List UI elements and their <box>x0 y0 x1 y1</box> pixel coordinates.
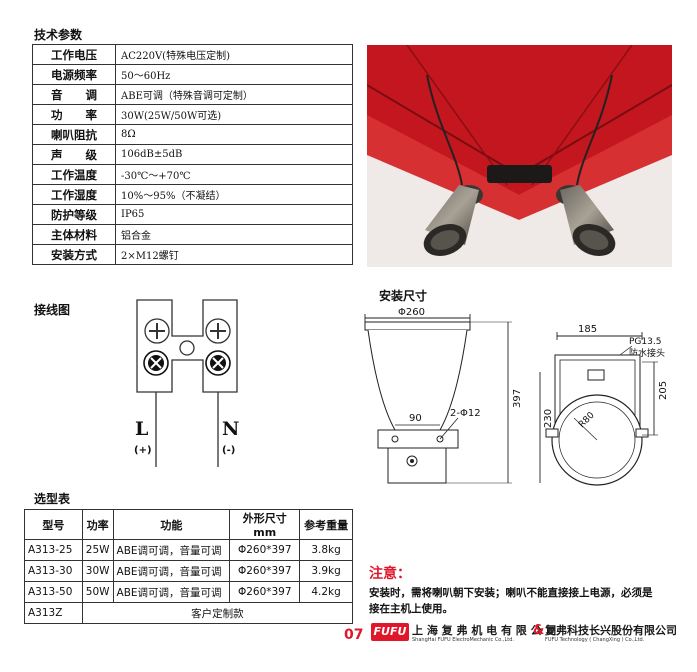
company-cn-1: 上 海 复 弗 机 电 有 限 公 司 <box>412 624 557 637</box>
selection-cell: 25W <box>81 539 114 561</box>
selection-header-cell: 外形尺寸mm <box>229 509 301 540</box>
dim-w185: 185 <box>578 324 597 335</box>
spec-value: 10%～95%（不凝结） <box>115 184 353 205</box>
dim-holes: 2-Φ12 <box>450 408 481 419</box>
spec-value: 30W(25W/50W可选) <box>115 104 353 125</box>
spec-key: 声 级 <box>32 144 116 165</box>
selection-cell: A313-50 <box>24 581 83 603</box>
selection-header-cell: 功能 <box>112 509 231 540</box>
note-line-2: 接在主机上使用。 <box>369 603 453 615</box>
dimension-drawing: Φ260 90 2-Φ12 397 230 185 PG13.5 防水接头 <box>350 300 695 490</box>
spec-key: 工作电压 <box>32 44 116 65</box>
spec-key: 防护等级 <box>32 204 116 225</box>
selection-cell: Φ260*397 <box>229 539 301 561</box>
dim-h205: 205 <box>658 381 669 400</box>
selection-cell: Φ260*397 <box>229 560 301 582</box>
selection-header-cell: 功率 <box>81 509 114 540</box>
company-cn-2: 复弗科技长兴股份有限公司 <box>545 624 677 637</box>
selection-header-cell: 型号 <box>24 509 83 540</box>
spec-value: -30℃～+70℃ <box>115 164 353 185</box>
custom-model-cell: A313Z <box>24 602 83 624</box>
selection-title: 选型表 <box>34 492 71 506</box>
spec-key: 功 率 <box>32 104 116 125</box>
selection-cell: 3.8kg <box>299 539 353 561</box>
dim-pg: PG13.5 <box>629 337 661 347</box>
spec-row: 工作温度-30℃～+70℃ <box>32 164 353 185</box>
company-en-2: FUFU Technology ( ChangXing ) Co.,Ltd. <box>545 637 645 643</box>
selection-cell: Φ260*397 <box>229 581 301 603</box>
selection-cell: 4.2kg <box>299 581 353 603</box>
spec-value: 铝合金 <box>115 224 353 245</box>
product-photo <box>367 45 672 267</box>
spec-value: 8Ω <box>115 124 353 145</box>
selection-cell: ABE调可调，音量可调 <box>112 560 231 582</box>
dim-h230: 230 <box>543 409 554 428</box>
spec-title: 技术参数 <box>34 28 83 42</box>
spec-key: 喇叭阻抗 <box>32 124 116 145</box>
spec-value: IP65 <box>115 204 353 225</box>
spec-value: AC220V(特殊电压定制) <box>115 44 353 65</box>
note-line-1: 安装时，需将喇叭朝下安装；喇叭不能直接接上电源，必须是 <box>369 587 653 599</box>
spec-key: 工作温度 <box>32 164 116 185</box>
spec-key: 工作湿度 <box>32 184 116 205</box>
spec-key: 安装方式 <box>32 244 116 265</box>
wire-n-sign: (-) <box>222 445 236 456</box>
selection-cell: ABE调可调，音量可调 <box>112 539 231 561</box>
page-number: 07 <box>344 627 364 643</box>
selection-cell: 30W <box>81 560 114 582</box>
selection-cell: 50W <box>81 581 114 603</box>
wiring-diagram <box>120 292 260 470</box>
selection-cell: A313-25 <box>24 539 83 561</box>
selection-cell: ABE调可调，音量可调 <box>112 581 231 603</box>
selection-cell: 3.9kg <box>299 560 353 582</box>
spec-value: 2×M12螺钉 <box>115 244 353 265</box>
note-body: 安装时，需将喇叭朝下安装；喇叭不能直接接上电源，必须是 接在主机上使用。 <box>369 585 689 617</box>
spec-row: 主体材料铝合金 <box>32 224 353 245</box>
dim-h397: 397 <box>512 389 523 408</box>
logo-text: FUFU <box>373 625 407 638</box>
custom-text-cell: 客户定制款 <box>81 602 354 624</box>
selection-cell: A313-30 <box>24 560 83 582</box>
selection-header-cell: 参考重量 <box>299 509 353 540</box>
spec-key: 主体材料 <box>32 224 116 245</box>
spec-key: 音 调 <box>32 84 116 105</box>
wire-n-label: N <box>222 418 240 440</box>
spec-value: 50～60Hz <box>115 64 353 85</box>
install-title: 安装尺寸 <box>379 289 428 303</box>
wire-l-label: L <box>135 418 149 440</box>
company-logo: FUFU <box>371 623 409 641</box>
company-amp: & <box>533 623 545 638</box>
wire-l-sign: (+) <box>134 445 152 456</box>
company-en-1: ShangHai FUFU ElectroMechanic Co.,Ltd. <box>412 637 514 643</box>
spec-key: 电源频率 <box>32 64 116 85</box>
note-title: 注意： <box>369 566 411 582</box>
wiring-title: 接线图 <box>34 303 71 317</box>
spec-value: 106dB±5dB <box>115 144 353 165</box>
dim-w90: 90 <box>409 413 422 424</box>
dim-top-width: Φ260 <box>398 307 425 318</box>
spec-value: ABE可调（特殊音调可定制） <box>115 84 353 105</box>
